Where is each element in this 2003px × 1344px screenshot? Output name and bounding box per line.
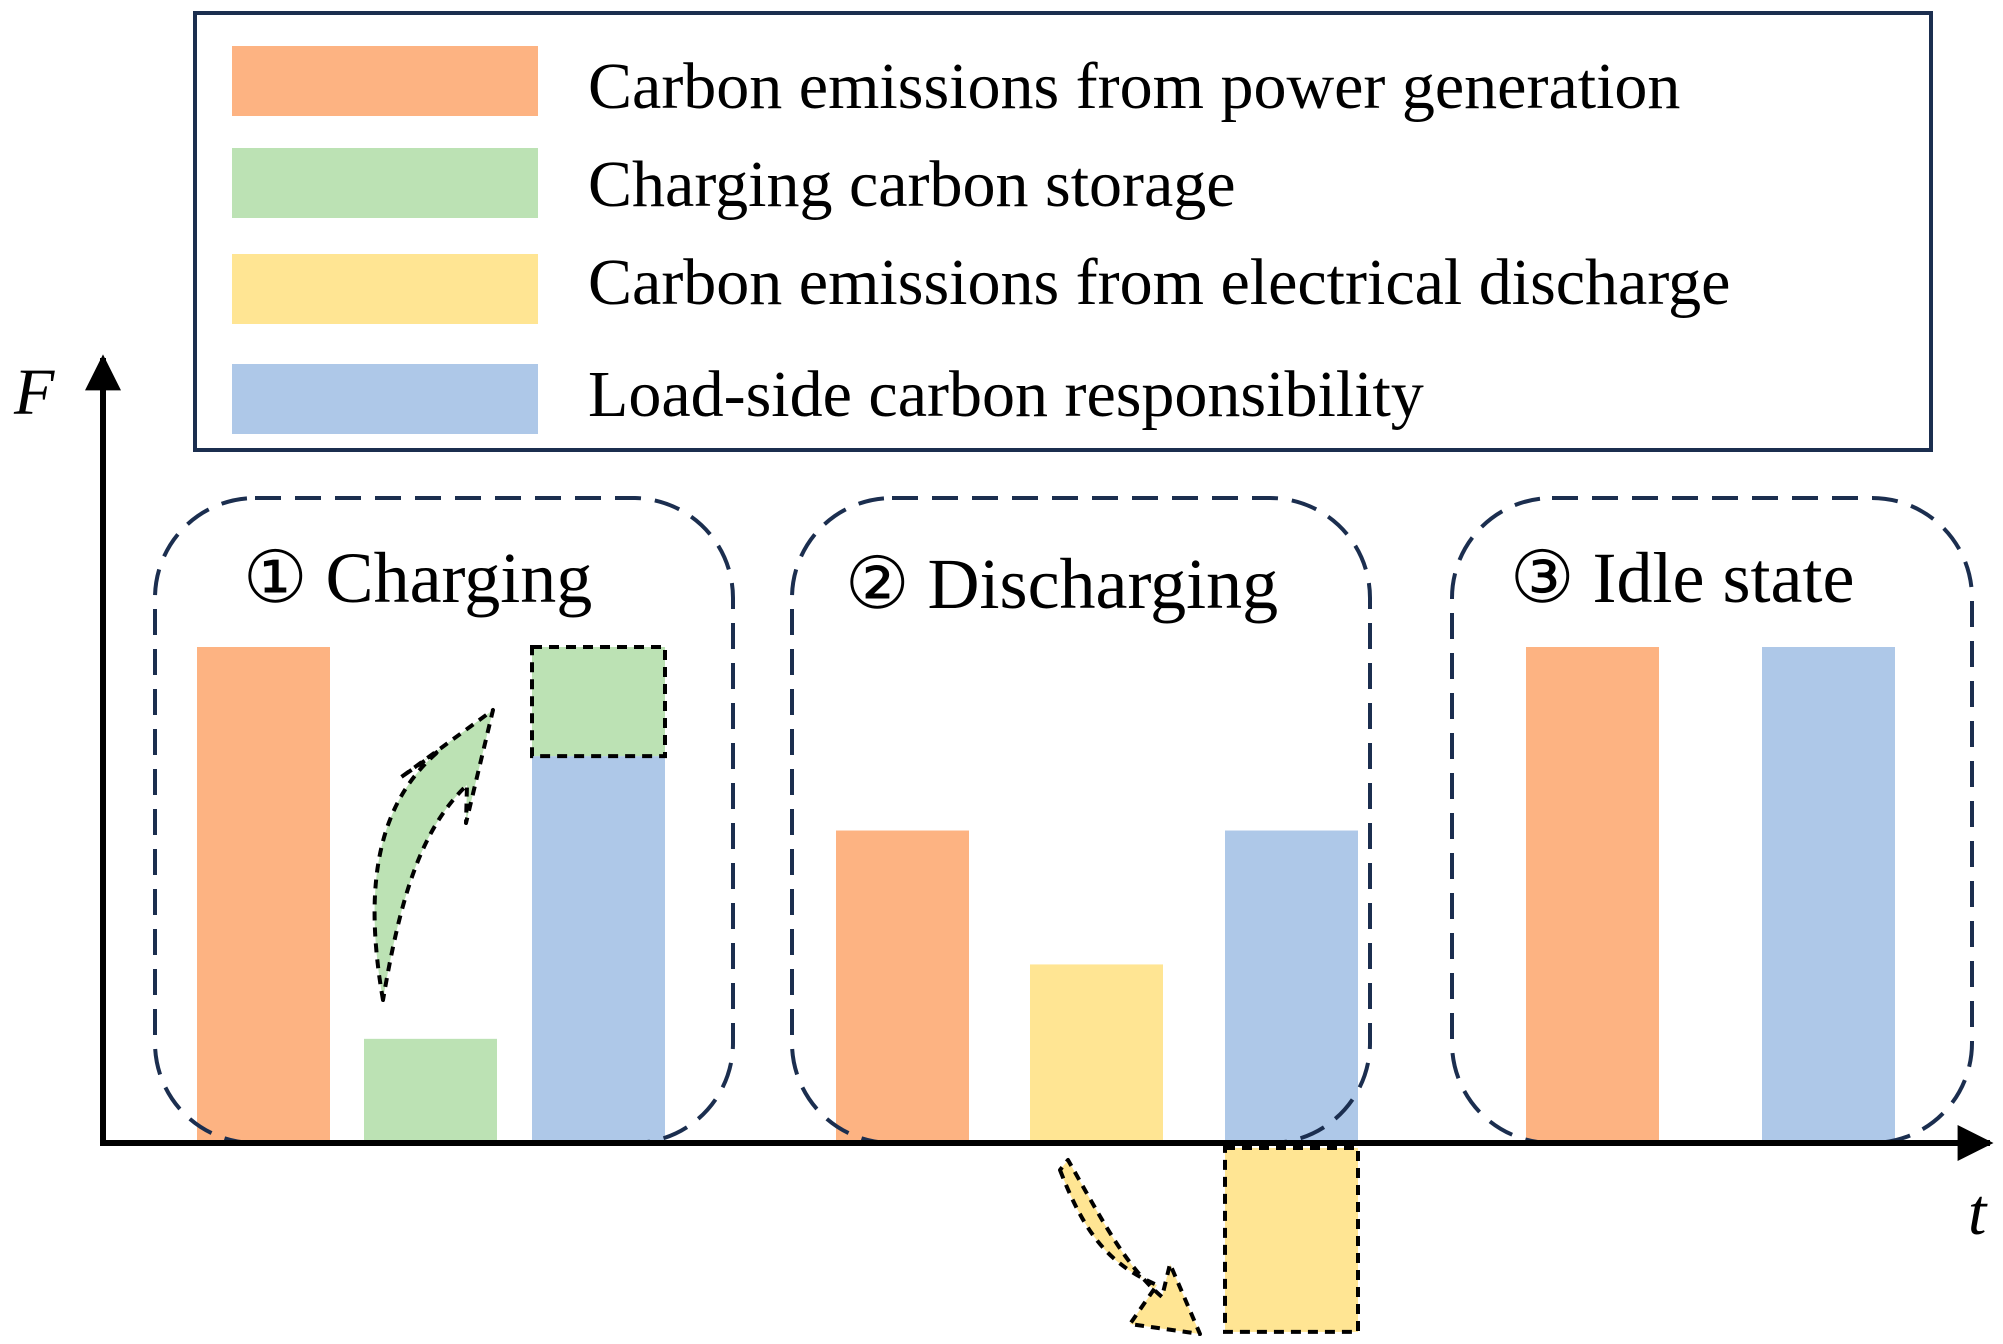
- discharge-flow-arrow-icon: [1058, 1158, 1202, 1336]
- bar-charging-storage-0: [364, 1038, 497, 1143]
- legend-label-load: Load-side carbon responsibility: [588, 358, 1424, 431]
- bars-layer: [197, 645, 1895, 1334]
- legend-swatch-charging-storage: [232, 148, 538, 218]
- bar-load-0: [532, 756, 665, 1143]
- bar-load-1: [1225, 830, 1358, 1143]
- legend-swatch-discharge: [232, 254, 538, 324]
- legend-label-discharge: Carbon emissions from electrical dischar…: [588, 246, 1730, 319]
- bar-below-axis-discharge-1: [1223, 1146, 1360, 1334]
- charging-flow-arrow-icon: [372, 708, 495, 1002]
- legend-swatch-generation: [232, 46, 538, 116]
- bar-generation-2: [1526, 647, 1659, 1143]
- bar-generation-1: [836, 830, 969, 1143]
- state-label-charging: ① Charging: [243, 538, 592, 618]
- legend-label-charging-storage: Charging carbon storage: [588, 148, 1236, 221]
- bar-discharge-1: [1030, 964, 1163, 1143]
- state-frame-idle: [1450, 496, 1974, 1145]
- y-axis-label: F: [13, 356, 55, 429]
- legend-swatch-load: [232, 364, 538, 434]
- legend: Carbon emissions from power generation C…: [193, 11, 1933, 452]
- state-label-idle: ③ Idle state: [1510, 538, 1854, 618]
- bar-generation-0: [197, 647, 330, 1143]
- bar-load-2: [1762, 647, 1895, 1143]
- state-label-discharging: ② Discharging: [845, 544, 1278, 624]
- bar-stacked-charging-storage-0: [530, 645, 667, 759]
- legend-label-generation: Carbon emissions from power generation: [588, 50, 1680, 123]
- x-axis-label: t: [1968, 1176, 1988, 1249]
